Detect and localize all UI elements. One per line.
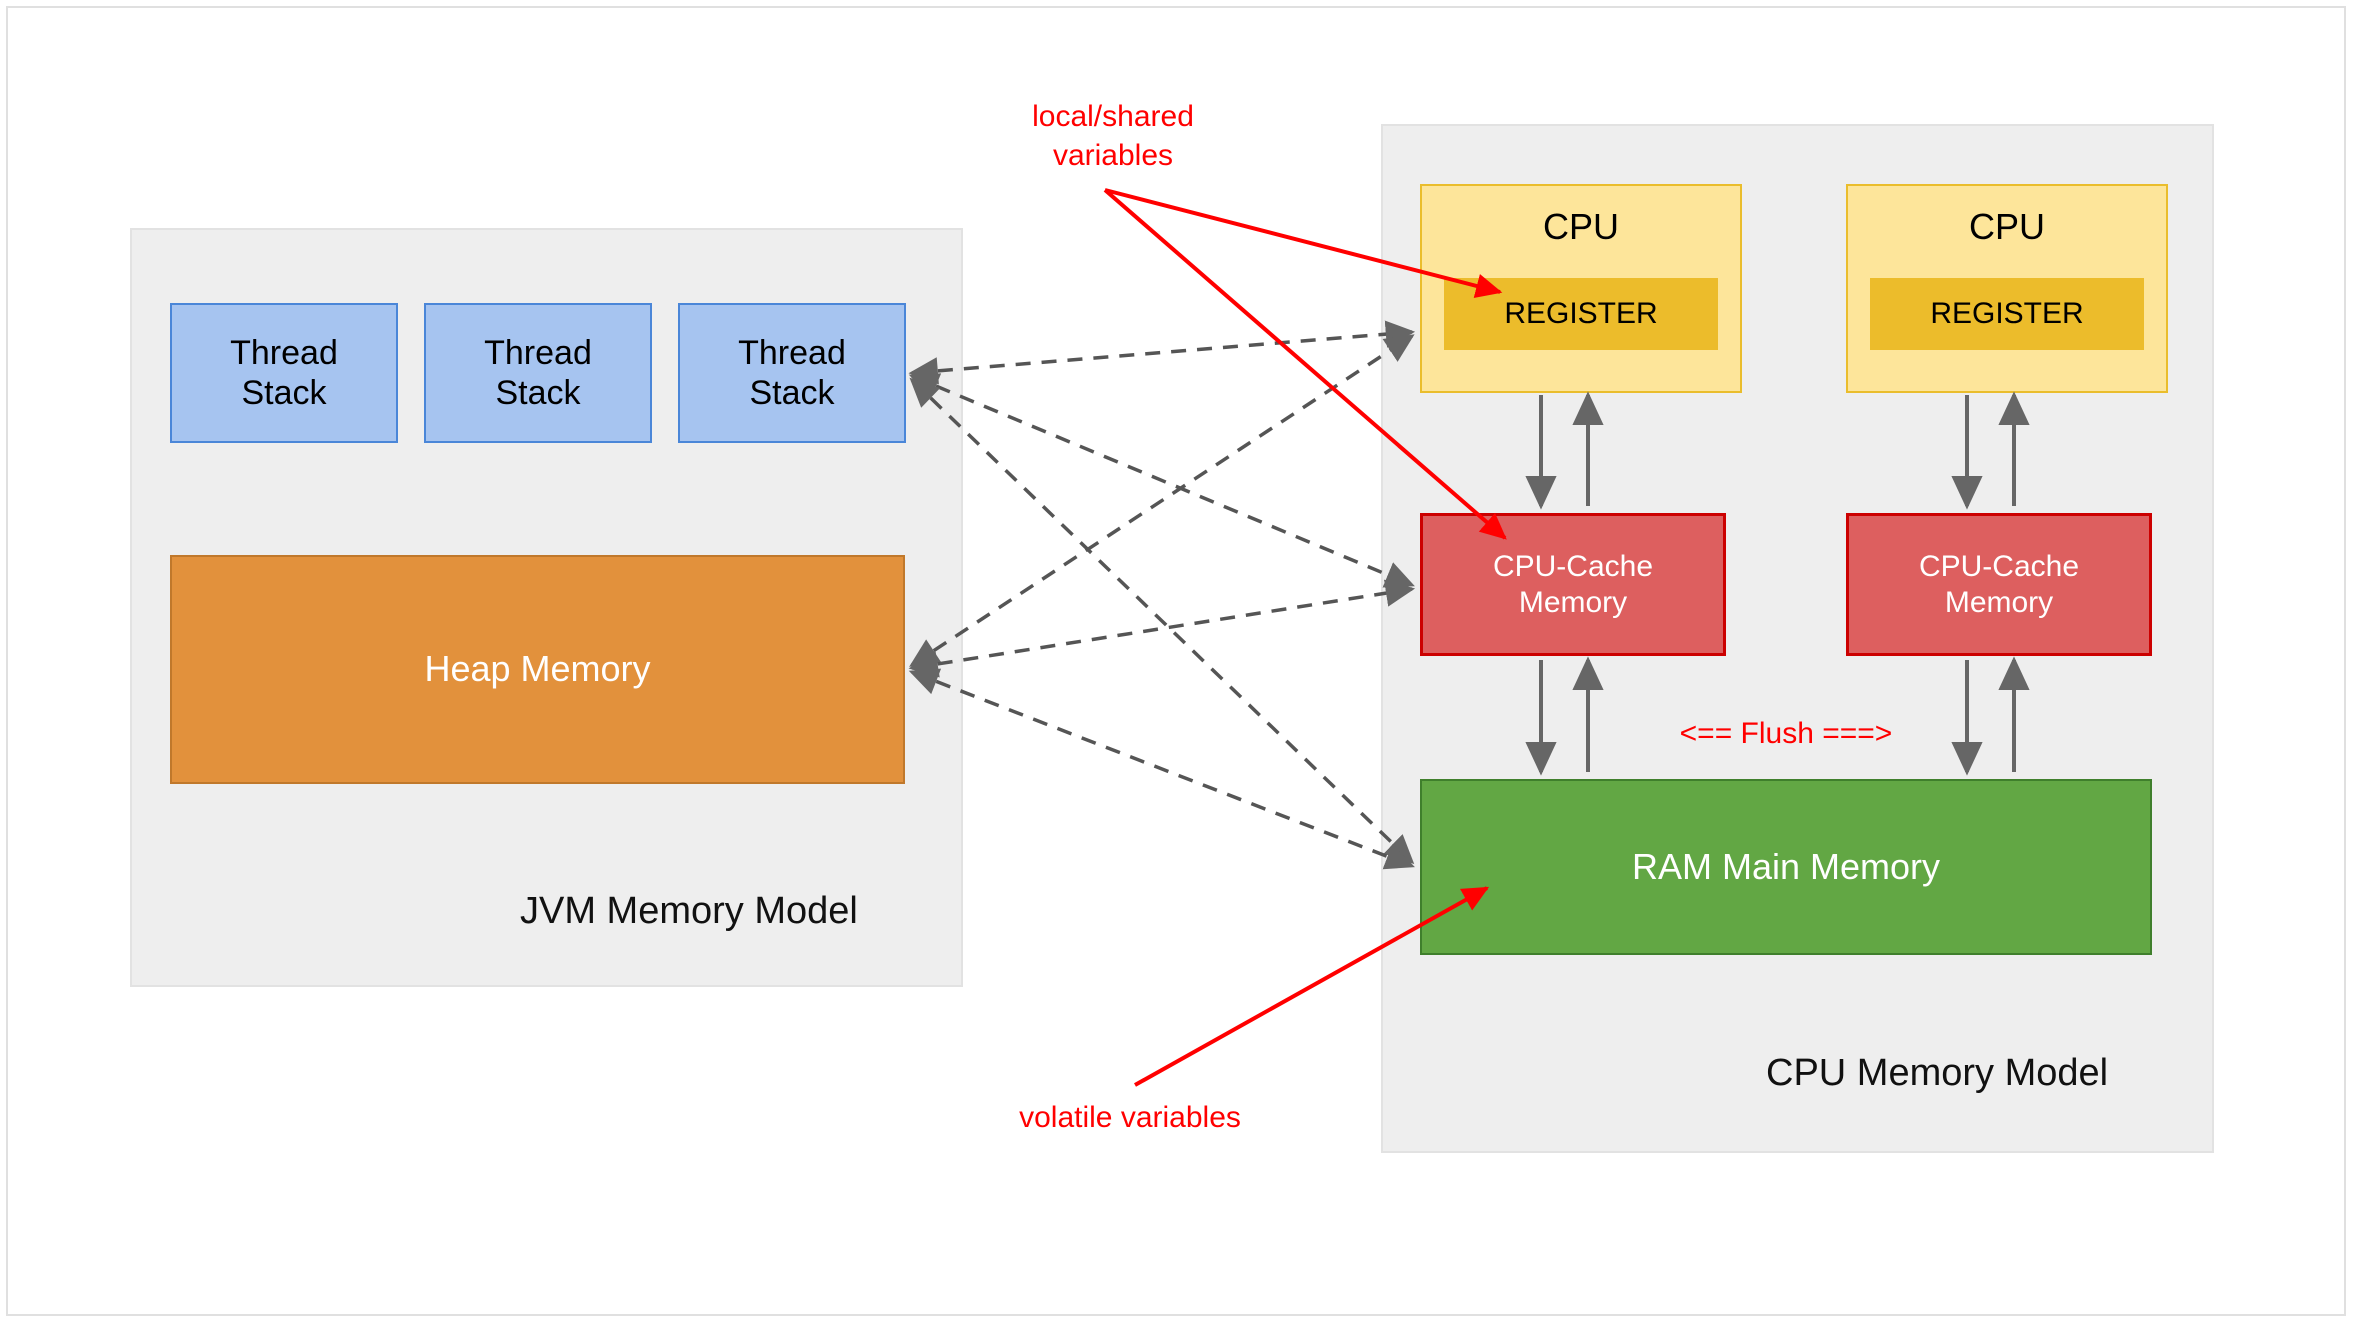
cpu-memory-model-title: CPU Memory Model [1766, 1052, 2109, 1094]
wire-threadstack-ram [909, 377, 1415, 865]
thread-stack-box-1[interactable]: Thread Stack [170, 303, 398, 443]
heap-memory-box[interactable]: Heap Memory [170, 555, 905, 784]
thread-stack-box-3[interactable]: Thread Stack [678, 303, 906, 443]
register-box-1[interactable]: REGISTER [1444, 278, 1718, 350]
flush-annotation: <== Flush ===> [1679, 717, 1893, 750]
cpu-box-2[interactable]: CPU REGISTER [1846, 184, 2168, 393]
cpu-label-1: CPU [1542, 206, 1619, 247]
wire-threadstack-cache [908, 373, 1415, 588]
cpu-cache-memory-box-2[interactable]: CPU-Cache Memory [1846, 513, 2152, 656]
wire-heap-ram [908, 668, 1415, 870]
local-shared-variables-annotation: local/shared variables [1032, 100, 1194, 172]
cpu-cache-memory-box-1[interactable]: CPU-Cache Memory [1420, 513, 1726, 656]
thread-stack-box-2[interactable]: Thread Stack [424, 303, 652, 443]
cpu-box-1[interactable]: CPU REGISTER [1420, 184, 1742, 393]
wire-heap-register [909, 334, 1415, 667]
jvm-memory-model-title: JVM Memory Model [520, 890, 858, 932]
register-box-2[interactable]: REGISTER [1870, 278, 2144, 350]
ram-main-memory-box[interactable]: RAM Main Memory [1420, 779, 2152, 955]
cpu-label-2: CPU [1968, 206, 2045, 247]
wire-threadstack-register [908, 320, 1416, 385]
wire-heap-cache [908, 579, 1416, 678]
volatile-variables-annotation: volatile variables [1019, 1101, 1241, 1134]
